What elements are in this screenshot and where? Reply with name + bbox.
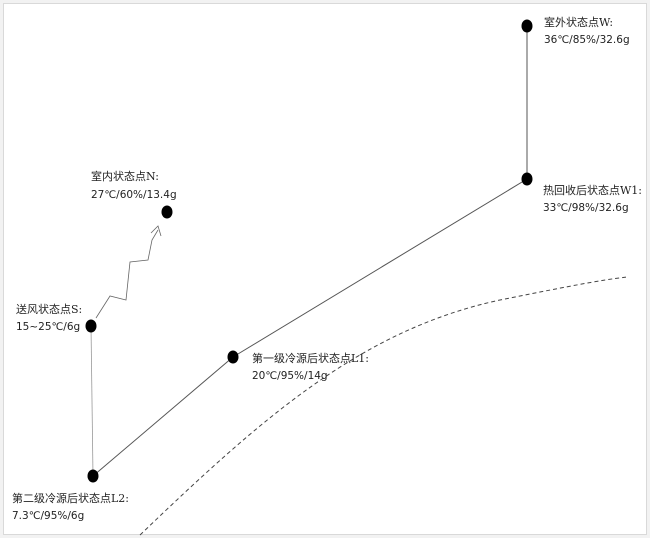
diagram-frame [3,3,647,535]
label-w-values: 36℃/85%/32.6g [544,34,630,46]
point-w [521,19,533,33]
label-s-values: 15~25℃/6g [16,321,80,333]
label-w1-name: 热回收后状态点W1: [543,183,642,197]
label-w1-values: 33℃/98%/32.6g [543,202,629,214]
point-l2 [87,469,99,483]
label-w-name: 室外状态点W: [544,15,613,29]
saturation-curve [139,276,628,536]
arrow-head [150,225,162,237]
label-l1-values: 20℃/95%/14g [252,370,328,382]
point-n [161,205,173,219]
label-n-values: 27℃/60%/13.4g [91,189,177,201]
point-s [85,319,97,333]
point-l1 [227,350,239,364]
line-l1-to-l2 [92,356,234,477]
label-l2-values: 7.3℃/95%/6g [12,510,84,522]
line-w1-to-l1 [232,178,528,358]
line-l2-to-s [90,325,94,477]
label-s-name: 送风状态点S: [16,302,82,316]
label-l1-name: 第一级冷源后状态点L1: [252,351,369,365]
label-l2-name: 第二级冷源后状态点L2: [12,491,129,505]
line-s-to-n [95,229,159,319]
point-w1 [521,172,533,186]
label-n-name: 室内状态点N: [91,169,159,183]
